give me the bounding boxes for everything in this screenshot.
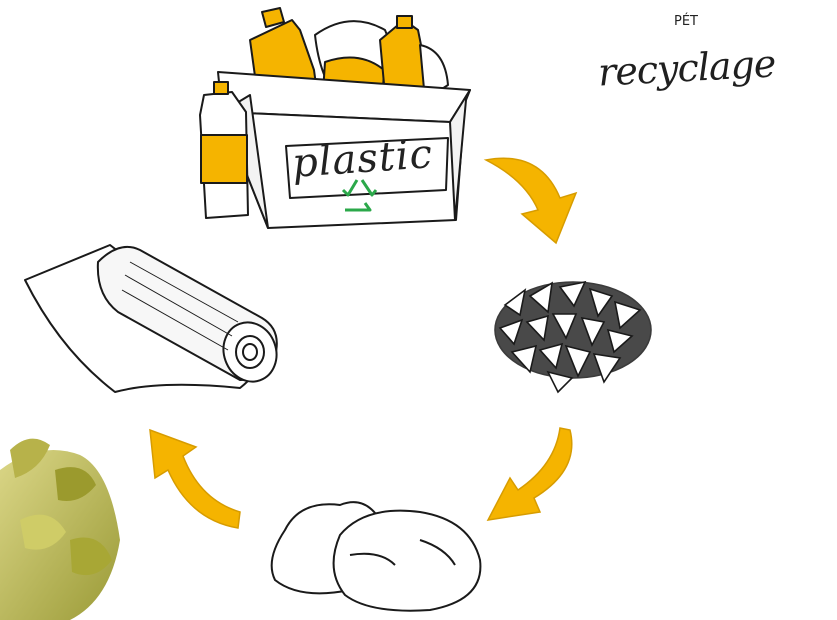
bin-label: plastic	[291, 131, 435, 187]
leaf-branch-decoration	[0, 439, 120, 620]
arrow-flakes-to-pellets	[488, 428, 572, 520]
plastic-pellets-icon	[272, 502, 481, 611]
diagram-title: recyclage	[597, 41, 776, 94]
pet-label: PÉT	[674, 14, 698, 29]
plastic-film-roll-icon	[25, 245, 285, 392]
plastic-flakes-icon	[495, 282, 651, 392]
arrow-bin-to-flakes	[486, 158, 576, 243]
plastic-bin-icon	[200, 8, 470, 228]
arrow-pellets-to-roll	[150, 430, 240, 528]
